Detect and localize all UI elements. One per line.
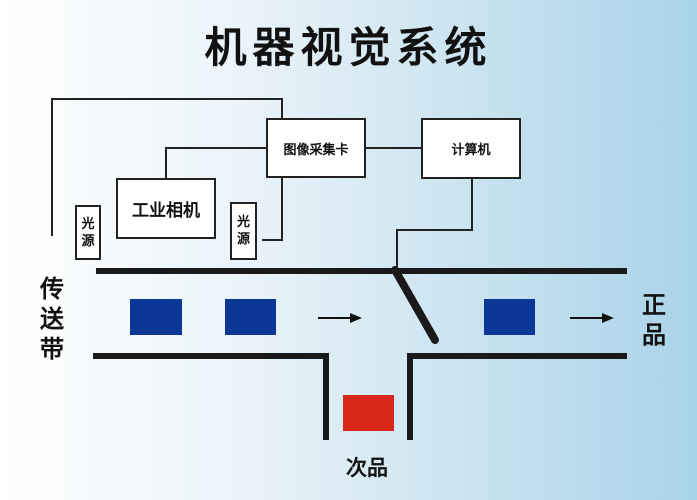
reject-label: 次品	[346, 456, 388, 480]
computer-label: 计算机	[451, 143, 491, 158]
light-source-left-box: 光源	[75, 205, 101, 260]
capture-card-box: 图像采集卡	[266, 118, 366, 178]
good-product	[225, 299, 276, 335]
wire-right-light-to-card	[262, 177, 283, 241]
conveyor-label: 传送带	[40, 275, 64, 363]
computer-box: 计算机	[421, 118, 521, 179]
wire-computer-to-pusher	[396, 179, 473, 268]
good-product	[484, 299, 535, 335]
conveyor-bottom-rail-left	[93, 353, 329, 440]
industrial-camera-label: 工业相机	[132, 201, 200, 221]
accept-label: 正品	[642, 291, 666, 349]
defective-product	[343, 395, 394, 431]
wire-camera-to-card	[165, 147, 266, 178]
reject-diverter	[391, 266, 439, 344]
good-product	[130, 299, 182, 335]
direction-arrow	[318, 313, 362, 323]
industrial-camera-box: 工业相机	[116, 178, 216, 239]
light-source-right-box: 光源	[230, 202, 257, 260]
capture-card-label: 图像采集卡	[283, 142, 349, 158]
conveyor-bottom-rail-right	[407, 353, 627, 440]
wire-left-light-to-card	[51, 98, 283, 236]
direction-arrow	[570, 313, 614, 323]
light-source-left-label: 光源	[81, 216, 95, 249]
diagram-title: 机器视觉系统	[204, 23, 493, 72]
light-source-right-label: 光源	[236, 215, 250, 247]
